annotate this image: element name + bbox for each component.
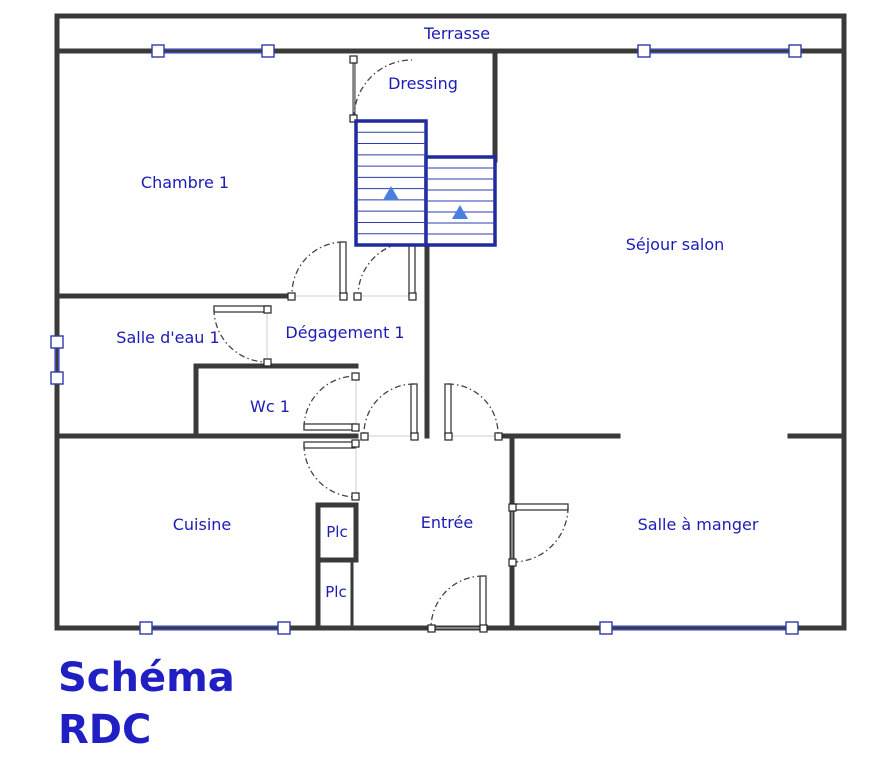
- label-degagement-1: Dégagement 1: [285, 323, 404, 342]
- door-entree-right: [444, 383, 503, 441]
- label-terrasse: Terrasse: [423, 24, 490, 43]
- door-front-entrance: [427, 575, 488, 633]
- label-chambre-1: Chambre 1: [141, 173, 229, 192]
- label-salle-eau-1: Salle d'eau 1: [116, 328, 219, 347]
- door-wc: [303, 372, 360, 432]
- stair-arrow-up-icon: [383, 186, 399, 200]
- door-salle-manger: [508, 503, 569, 567]
- stair-arrow-up-icon: [452, 205, 468, 219]
- window-cuisine: [139, 621, 291, 635]
- label-entree: Entrée: [421, 513, 473, 532]
- door-dressing: [349, 55, 413, 123]
- outer-walls: [54, 13, 847, 631]
- label-wc-1: Wc 1: [250, 397, 290, 416]
- window-salle-eau: [50, 335, 64, 385]
- label-placard-2: Plc: [325, 583, 346, 601]
- label-cuisine: Cuisine: [173, 515, 232, 534]
- window-sejour: [637, 44, 802, 58]
- door-chambre: [287, 241, 348, 301]
- stair-flight-left: [354, 119, 428, 247]
- schema-caption: Schéma RDC: [58, 652, 235, 756]
- door-salle-eau: [213, 305, 272, 367]
- label-salle-a-manger: Salle à manger: [638, 515, 759, 534]
- window-chambre: [151, 44, 275, 58]
- caption-title: Schéma: [58, 655, 235, 701]
- staircase: [354, 119, 497, 247]
- door-entree-left: [360, 383, 419, 441]
- label-dressing: Dressing: [388, 74, 458, 93]
- label-placard-1: Plc: [326, 523, 347, 541]
- door-cuisine: [303, 439, 360, 501]
- window-salle-manger: [599, 621, 799, 635]
- label-sejour-salon: Séjour salon: [626, 235, 725, 254]
- stair-steps: [356, 131, 495, 235]
- caption-subtitle: RDC: [58, 707, 152, 753]
- door-stairs-degagement: [353, 241, 417, 301]
